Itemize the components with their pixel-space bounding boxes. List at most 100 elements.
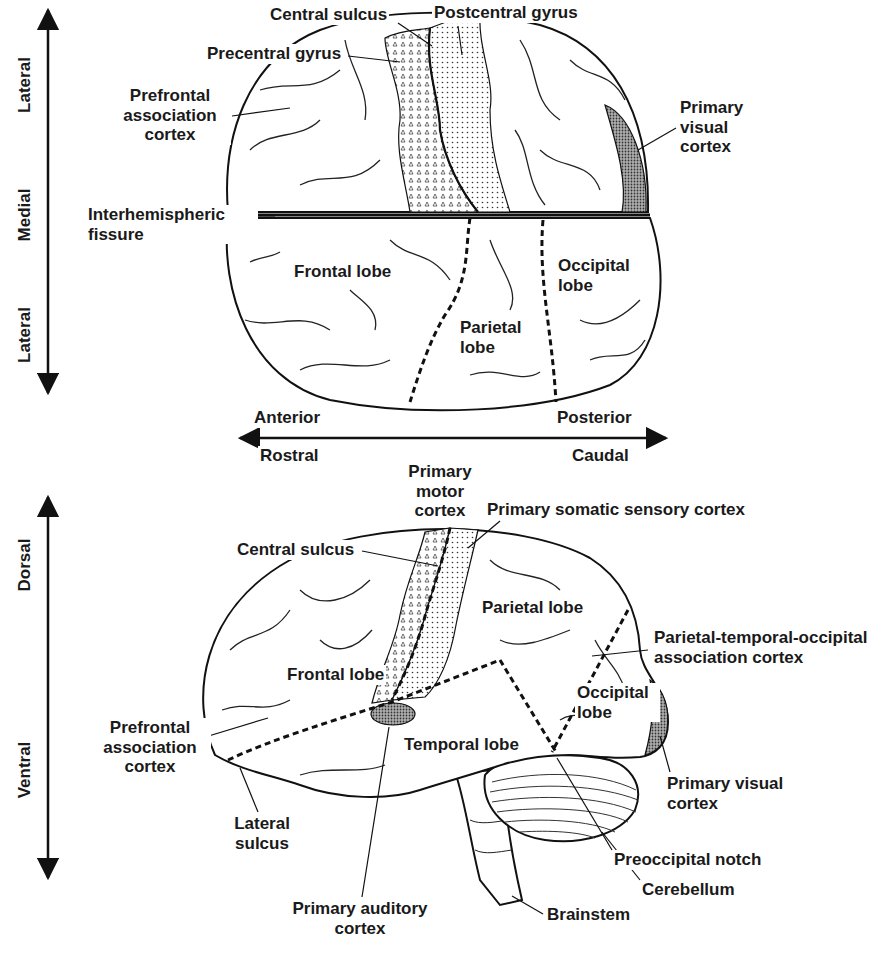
- drawing-part: [232, 108, 290, 116]
- structure-label: Postcentral gyrus: [432, 3, 580, 23]
- drawing-part: [458, 26, 462, 55]
- structure-label: Interhemispheric fissure: [86, 205, 258, 244]
- drawing-part: [497, 809, 628, 822]
- drawing-part: [320, 630, 372, 649]
- drawing-part: [392, 528, 450, 700]
- direction-label: Rostral: [258, 446, 321, 466]
- axis-label: Ventral: [15, 740, 35, 801]
- lobe-label: Parietal lobe: [458, 318, 540, 357]
- drawing-part: [47, 497, 50, 878]
- region-label: Parietal-temporal-occipital association …: [652, 628, 888, 667]
- drawing-part: [490, 240, 513, 310]
- axis-label: Dorsal: [15, 537, 35, 594]
- drawing-part: [245, 320, 330, 330]
- drawing-part: [203, 529, 668, 797]
- structure-label: Brainstem: [545, 905, 632, 925]
- drawing-part: [484, 755, 638, 841]
- drawing-part: [222, 560, 625, 775]
- drawing-part: [429, 28, 478, 212]
- direction-label: Anterior: [252, 408, 322, 428]
- drawing-part: [240, 768, 258, 812]
- drawing-part: [552, 610, 628, 752]
- drawing-part: [228, 528, 628, 760]
- drawing-part: [512, 896, 543, 914]
- drawing-part: [227, 13, 648, 212]
- lobe-label: Occipital lobe: [575, 683, 660, 722]
- drawing-part: [300, 765, 385, 775]
- drawing-part: [557, 758, 612, 850]
- drawing-part: [230, 610, 290, 650]
- drawing-part: [371, 703, 415, 725]
- region-label: Primary motor cortex: [398, 462, 482, 521]
- direction-label: Posterior: [555, 408, 634, 428]
- drawing-part: [300, 160, 380, 185]
- lobe-label: Frontal lobe: [285, 665, 386, 685]
- drawing-part: [429, 14, 510, 212]
- drawing-part: [515, 130, 545, 205]
- drawing-part: [47, 10, 50, 393]
- region-label: Primary auditory cortex: [278, 899, 443, 938]
- structure-label: Cerebellum: [640, 880, 737, 900]
- drawing-part: [240, 437, 666, 440]
- drawing-part: [468, 521, 500, 548]
- drawing-part: [605, 105, 646, 212]
- drawing-part: [228, 214, 650, 217]
- drawing-part: [202, 521, 670, 914]
- drawing-part: [660, 736, 670, 772]
- axis-label: Lateral: [15, 55, 35, 115]
- drawing-part: [398, 23, 432, 46]
- drawing-part: [520, 831, 595, 838]
- drawing-part: [570, 60, 625, 100]
- drawing-part: [222, 700, 290, 710]
- structure-label: Precentral gyrus: [205, 44, 343, 64]
- drawing-part: [410, 218, 556, 402]
- drawing-part: [410, 218, 470, 402]
- drawing-part: [580, 300, 640, 324]
- drawing-part: [300, 360, 390, 370]
- drawing-part: [350, 290, 376, 330]
- axis-label: Lateral: [15, 305, 35, 365]
- lobe-label: Temporal lobe: [402, 735, 521, 755]
- drawing-part: [475, 850, 512, 853]
- drawing-part: [542, 220, 556, 402]
- structure-label: Preoccipital notch: [612, 850, 763, 870]
- drawing-part: [638, 128, 676, 150]
- drawing-part: [500, 630, 570, 644]
- lobe-label: Occipital lobe: [556, 256, 644, 295]
- drawing-part: [245, 40, 645, 377]
- drawing-part: [390, 240, 450, 280]
- drawing-part: [345, 40, 366, 120]
- drawing-part: [492, 774, 636, 790]
- lobe-label: Frontal lobe: [292, 262, 393, 282]
- drawing-part: [250, 252, 280, 262]
- drawing-part: [592, 650, 648, 656]
- drawing-part: [202, 718, 268, 738]
- drawing-part: [300, 580, 370, 601]
- structure-label: Lateral sulcus: [223, 814, 301, 853]
- drawing-part: [490, 774, 638, 838]
- drawing-part: [348, 56, 400, 62]
- drawing-part: [260, 70, 340, 90]
- region-label: Primary somatic sensory cortex: [485, 500, 747, 520]
- drawing-part: [520, 40, 560, 120]
- drawing-part: [505, 820, 615, 832]
- region-label: Primary visual cortex: [665, 774, 810, 813]
- drawing-part: [490, 560, 560, 590]
- lobe-label: Parietal lobe: [480, 598, 585, 618]
- drawing-part: [362, 727, 389, 897]
- structure-label: Central sulcus: [268, 5, 389, 25]
- region-label: Primary visual cortex: [678, 98, 760, 157]
- region-label: Prefrontal association cortex: [109, 86, 231, 145]
- region-label: Prefrontal association cortex: [89, 718, 211, 777]
- drawing-part: [250, 120, 320, 150]
- axis-label: Medial: [15, 187, 35, 244]
- drawing-part: [470, 372, 540, 377]
- drawing-part: [362, 551, 438, 566]
- structure-label: Central sulcus: [235, 540, 356, 560]
- direction-label: Caudal: [570, 446, 631, 466]
- drawing-part: [590, 340, 645, 360]
- drawing-part: [540, 150, 600, 190]
- drawing-part: [227, 218, 661, 410]
